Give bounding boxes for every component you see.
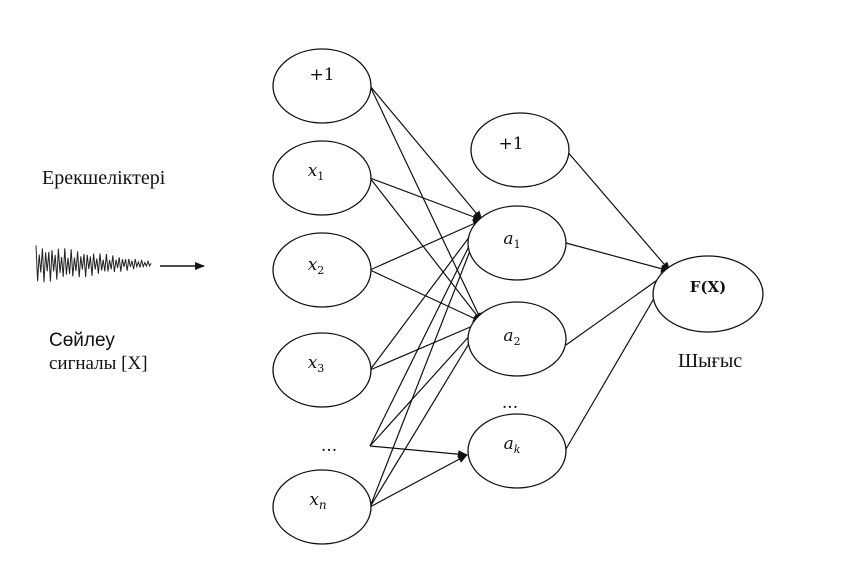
input-ellipsis: ... (321, 436, 337, 456)
hidden-to-output-edge (565, 270, 671, 346)
input-to-hidden-edge (369, 177, 483, 323)
input-to-hidden-edge (369, 445, 468, 459)
hidden-to-output-edge (565, 242, 671, 273)
speech-signal-label-line2: сигналы [X] (49, 353, 148, 374)
hidden-layer: +1 a1 a2 ... ak (467, 112, 570, 489)
hidden-bias-label: +1 (498, 134, 523, 154)
hidden-bias-node: +1 (470, 112, 570, 188)
input-to-hidden-edge (369, 219, 483, 508)
input-node-x2-label: x2 (308, 255, 325, 277)
input-node-x3: x3 (272, 332, 372, 408)
hidden-node-a1-label: a1 (503, 229, 520, 251)
hidden-to-output-edge (565, 270, 671, 450)
input-to-hidden-edge (369, 177, 483, 221)
speech-signal-label-line1: Сөйлеу (49, 330, 115, 351)
input-to-hidden-edge (369, 219, 483, 447)
hidden-ellipsis: ... (502, 393, 518, 413)
input-node-x2: x2 (272, 232, 372, 308)
output-label: Шығыс (678, 350, 743, 372)
waveform-path (35, 245, 152, 283)
input-node-xn: xn (272, 469, 372, 545)
output-node: F(X) (652, 255, 764, 333)
input-to-hidden-edge (369, 321, 483, 371)
hidden-node-ak-label: ak (504, 434, 521, 456)
input-layer: +1 x1 x2 x3 ... xn (272, 48, 372, 545)
hidden-node-a2-label: a2 (503, 326, 520, 348)
input-node-x3-label: x3 (308, 353, 325, 375)
input-node-x1: x1 (272, 140, 372, 216)
speech-waveform (35, 245, 152, 283)
speech-signal-label: Сөйлеу сигналы [X] (49, 329, 148, 375)
hidden-node-a2: a2 (467, 301, 567, 377)
input-to-hidden-edge (369, 454, 468, 508)
input-to-hidden-edge (369, 85, 483, 221)
input-node-x1-label: x1 (308, 161, 325, 183)
input-to-hidden-edge (369, 85, 483, 323)
input-to-hidden-edge (369, 321, 483, 508)
output-node-label: F(X) (690, 278, 726, 296)
connections (369, 85, 671, 508)
hidden-node-ak: ak (467, 413, 567, 489)
features-label: Ерекшеліктері (42, 167, 166, 189)
hidden-to-output-edge (565, 149, 671, 272)
hidden-node-a1: a1 (467, 205, 567, 281)
input-node-xn-label: xn (309, 490, 326, 512)
input-bias-node: +1 (272, 48, 372, 124)
input-bias-label: +1 (309, 65, 334, 85)
input-to-hidden-edge (369, 219, 483, 271)
input-to-hidden-edge (369, 219, 483, 371)
input-to-hidden-edge (369, 321, 483, 447)
